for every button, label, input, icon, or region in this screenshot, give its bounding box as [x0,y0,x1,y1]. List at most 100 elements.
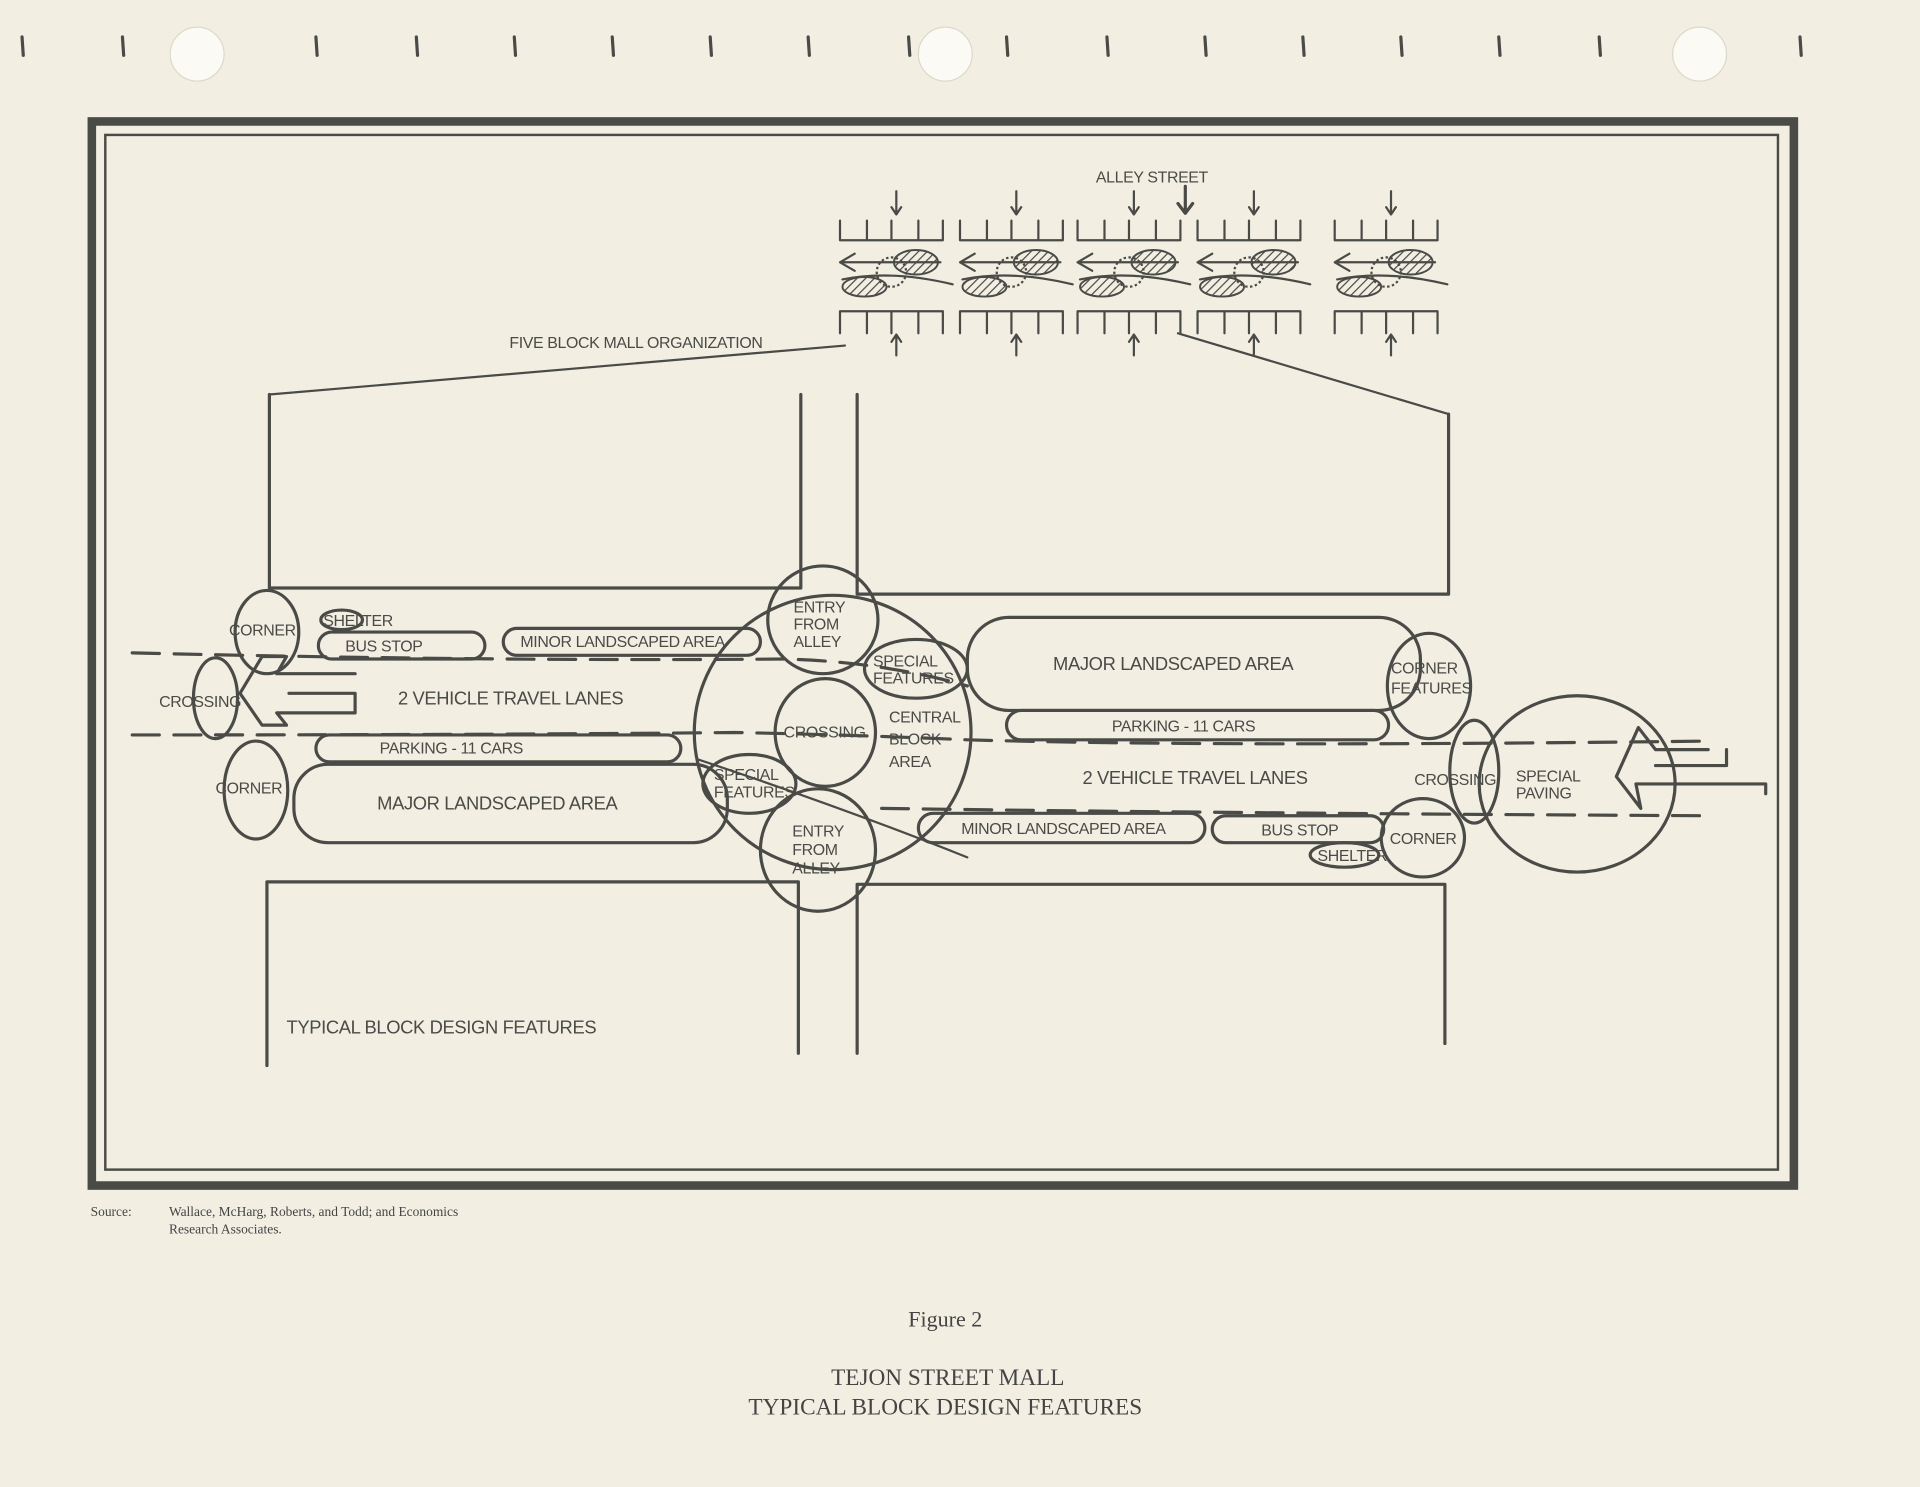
mini-arrow-up-icon [890,333,903,357]
mini-block-2 [958,190,1074,357]
binder-tick [708,35,714,57]
binder-tick [610,35,616,57]
figure-frame-inner [104,133,1780,1171]
corner-features-label-2: FEATURES [1391,680,1472,697]
mini-landscape-hatch [1199,275,1246,298]
special-top-label-1: SPECIAL [873,653,938,670]
mini-arrow-down-icon [1010,190,1023,216]
punch-hole [1672,26,1728,82]
shelter-r-label: SHELTER [1318,848,1388,865]
central-path-curve [696,758,969,859]
central-label-3: AREA [889,754,932,771]
typical-block-label: TYPICAL BLOCK DESIGN FEATURES [287,1017,597,1038]
mini-storefront-bottom [1196,310,1302,335]
entry-top-label-3: ALLEY [793,634,841,651]
binder-tick [314,35,319,57]
mini-storefront-bottom [958,310,1064,335]
mini-arrow-up-icon [1127,333,1140,357]
special-paving-label-2: PAVING [1516,786,1572,803]
major-r-label: MAJOR LANDSCAPED AREA [1053,653,1294,674]
special-top-label-2: FEATURES [873,671,954,688]
mini-arrow-up-icon [1247,333,1260,357]
shelter-l-label: SHELTER [323,613,393,630]
left-features: CORNER SHELTER BUS STOP MINOR LANDSCAPED… [159,588,762,845]
mini-arrow-up-icon [1010,333,1023,357]
lower-block-right [855,882,1447,1055]
minor-r-shape [916,811,1207,845]
corner-features-shape [1385,631,1473,741]
bus-stop-l-shape [316,630,487,661]
corner-br-label: CORNER [1390,831,1457,848]
punch-hole [917,26,973,82]
parking-r-shape [1004,708,1391,742]
mini-landscape-hatch [1130,249,1177,276]
crossing-c-shape [773,677,878,788]
lower-block-left [265,880,800,1068]
mini-landscape-hatch [1336,275,1383,298]
mini-central-area [1370,256,1402,288]
mini-central-area [875,256,908,288]
mini-arrow-up-icon [1385,333,1398,357]
mini-storefront-top [838,219,944,242]
shelter-l-shape [319,608,365,632]
bus-stop-l-label: BUS STOP [345,639,422,656]
special-bot-label-2: FEATURES [714,784,795,801]
mini-storefront-top [1076,219,1182,242]
five-block-mini-diagram: ALLEY STREET FIVE BLOCK MALL ORGANIZATIO… [268,170,1450,416]
punch-hole [169,26,225,82]
binder-tick [1203,35,1208,57]
entry-bot-shape [758,787,878,913]
mini-storefront-top [1333,219,1439,242]
source-label: Source: [91,1204,132,1219]
binder-tick [1105,35,1110,57]
mini-block-3 [1076,190,1192,357]
entry-bot-label-2: FROM [792,842,837,859]
mini-landscape-hatch [1079,275,1126,298]
mini-storefront-bottom [1333,310,1439,335]
figure-title-2: TYPICAL BLOCK DESIGN FEATURES [748,1395,1142,1421]
parking-l-label: PARKING - 11 CARS [380,740,523,757]
central-label-1: CENTRAL [889,710,961,727]
mini-block-4 [1196,190,1312,357]
minor-l-label: MINOR LANDSCAPED AREA [520,634,725,651]
mini-arrow-down-icon [890,190,903,216]
upper-block-right [855,392,1451,596]
right-features: MAJOR LANDSCAPED AREA CORNER FEATURES PA… [916,615,1768,879]
mini-storefront-top [1196,219,1302,242]
major-l-shape [292,762,729,845]
entry-bot-label-1: ENTRY [792,824,845,841]
figure-frame-outer [87,117,1799,1190]
minor-l-shape [501,626,762,657]
mini-landscape-hatch [961,275,1008,298]
mini-storefront-bottom [1076,310,1182,335]
crossing-l-label: CROSSING [159,694,241,711]
binder-tick [120,35,126,57]
mini-storefront-bottom [838,310,944,335]
corner-features-label-1: CORNER [1391,661,1458,678]
minor-r-label: MINOR LANDSCAPED AREA [961,821,1166,838]
alley-street-label: ALLEY STREET [1096,170,1209,187]
travel-direction-arrow-right [1614,725,1768,810]
mini-storefront-top [958,219,1064,242]
crossing-r-shape [1448,718,1501,825]
central-features: ENTRY FROM ALLEY SPECIAL FEATURES CROSSI… [692,564,973,913]
central-label-2: BLOCK [889,732,942,749]
parking-l-shape [314,733,683,764]
binder-tick [1301,35,1306,57]
corner-tl-shape [233,588,301,676]
special-bot-shape [701,752,798,815]
corner-tl-label: CORNER [229,623,296,640]
mini-arrow-down-icon [1385,190,1398,216]
crossing-l-shape [191,656,240,741]
special-bot-label-1: SPECIAL [714,767,779,784]
mini-landscape-hatch [1387,249,1434,276]
entry-top-label-2: FROM [793,617,838,634]
mini-central-area [1113,256,1145,288]
binder-tick [806,35,811,57]
figure-title-1: TEJON STREET MALL [831,1365,1064,1391]
mini-block-1 [838,190,954,357]
mini-landscape-hatch [892,249,939,276]
five-block-label: FIVE BLOCK MALL ORGANIZATION [509,335,762,352]
entry-top-shape [766,564,880,676]
